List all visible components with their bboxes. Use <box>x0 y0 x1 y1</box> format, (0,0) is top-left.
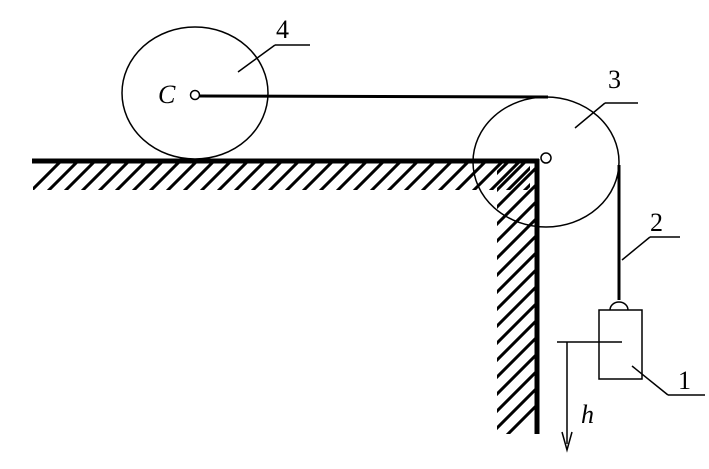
floor-hatch-line <box>301 162 335 190</box>
wall-hatch-line <box>497 370 535 414</box>
floor-hatch-line <box>369 162 403 190</box>
center-c-point <box>189 89 201 101</box>
leader-line-3 <box>574 102 606 129</box>
floor-hatch-line <box>80 162 114 190</box>
wall-hatch-line <box>497 336 535 380</box>
floor-hatch-line <box>557 160 589 192</box>
floor-hatch-line <box>335 162 369 190</box>
wall-hatch-line <box>497 387 535 431</box>
floor-hatch-line <box>403 162 437 190</box>
floor-hatch-line <box>131 162 165 190</box>
floor-hatch-line <box>352 162 386 190</box>
wall-hatch-line <box>497 166 535 210</box>
floor-hatch-line <box>488 162 522 190</box>
floor-hatch-line <box>420 162 454 190</box>
label-3: 3 <box>608 65 621 94</box>
floor-hatch-line <box>437 162 471 190</box>
wall-hatch-line <box>497 162 528 193</box>
floor-hatch-line <box>182 162 216 190</box>
rope-horizontal <box>198 94 549 99</box>
floor-hatch-line <box>540 160 572 192</box>
wall-hatch-line <box>497 251 535 295</box>
leader-line-1 <box>631 365 669 396</box>
floor-hatch-line <box>97 162 131 190</box>
floor-hatch-line <box>454 162 488 190</box>
floor-hatch-line <box>522 182 530 190</box>
floor-hatch-line <box>386 162 420 190</box>
hook <box>609 301 629 311</box>
label-2: 2 <box>650 208 663 237</box>
floor-hatching <box>33 160 589 192</box>
disk-4 <box>121 26 269 160</box>
floor-hatch-line <box>471 162 505 190</box>
floor-hatch-line <box>250 162 284 190</box>
floor-hatch-line <box>114 162 148 190</box>
wall-hatch-line <box>497 217 535 261</box>
wall-hatch-line <box>497 353 535 397</box>
wall-hatch-line <box>497 268 535 312</box>
wall-hatch-line <box>505 404 535 434</box>
floor-hatch-line <box>267 162 301 190</box>
label-1: 1 <box>678 366 691 395</box>
wall-hatch-line <box>497 302 535 346</box>
floor-hatch-line <box>148 162 182 190</box>
wall-hatch-line <box>497 285 535 329</box>
floor-hatch-line <box>233 162 267 190</box>
floor-hatch-line <box>505 165 530 190</box>
floor-hatch-line <box>318 162 352 190</box>
height-arrow-head <box>561 431 573 453</box>
label-4: 4 <box>276 15 289 44</box>
floor-hatch-line <box>165 162 199 190</box>
wall-hatch-line <box>497 234 535 278</box>
floor-hatch-line <box>46 162 80 190</box>
leader-line-2 <box>621 236 651 261</box>
floor-hatch-line <box>199 162 233 190</box>
wall-hatching <box>497 162 535 434</box>
floor-hatch-line <box>284 162 318 190</box>
label-c: C <box>158 80 176 109</box>
floor-hatch-line <box>33 162 63 190</box>
wall-hatch-line <box>497 162 511 176</box>
pulley-axle <box>540 152 552 164</box>
floor-hatch-line <box>216 162 250 190</box>
label-h: h <box>581 400 594 429</box>
floor-hatch-line <box>63 162 97 190</box>
wall-hatch-line <box>497 183 535 227</box>
leader-line-4 <box>237 44 276 73</box>
wall-hatch-line <box>497 319 535 363</box>
